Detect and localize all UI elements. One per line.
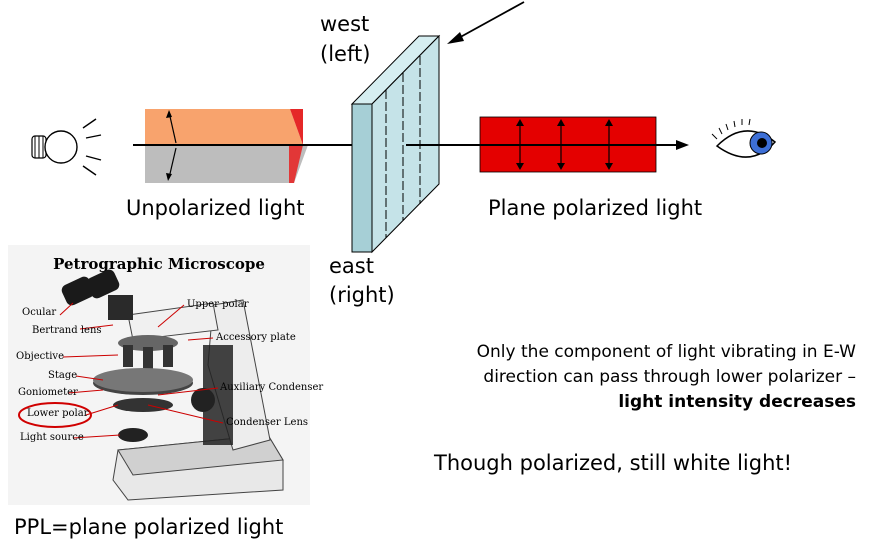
- light-bulb-icon: [31, 118, 102, 176]
- pointer-arrow: [447, 1, 525, 44]
- ppl-caption: PPL=plane polarized light: [14, 515, 284, 539]
- part-upper-polar: Upper polar: [187, 299, 249, 310]
- part-auxiliary-condenser: Auxiliary Condenser: [220, 382, 324, 393]
- microscope-drawing: [18, 269, 284, 501]
- east-label: east: [329, 254, 374, 278]
- note-line-2: direction can pass through lower polariz…: [483, 367, 856, 387]
- part-condenser-lens: Condenser Lens: [226, 417, 309, 428]
- plane-polarized-label: Plane polarized light: [488, 196, 703, 220]
- part-goniometer: Goniometer: [18, 387, 78, 398]
- part-light-source: Light source: [20, 432, 84, 443]
- part-stage: Stage: [48, 370, 78, 381]
- ray-arrowhead: [676, 140, 689, 150]
- west-label: west: [320, 12, 370, 36]
- microscope-figure: Petrographic Microscope: [8, 245, 323, 505]
- west-sublabel: (left): [320, 42, 371, 66]
- polarizer-plate: [350, 34, 441, 254]
- note-line-1: Only the component of light vibrating in…: [476, 342, 856, 362]
- unpolarized-beam: [145, 109, 308, 183]
- explanation-note: Only the component of light vibrating in…: [380, 340, 856, 415]
- white-light-statement: Though polarized, still white light!: [434, 451, 793, 475]
- note-line-3: light intensity decreases: [618, 392, 856, 412]
- microscope-title: Petrographic Microscope: [53, 255, 265, 273]
- part-objective: Objective: [16, 351, 65, 362]
- part-bertrand-lens: Bertrand lens: [32, 325, 102, 336]
- part-accessory-plate: Accessory plate: [216, 332, 296, 343]
- eye-icon: [711, 118, 777, 158]
- part-ocular: Ocular: [22, 307, 57, 318]
- unpolarized-label: Unpolarized light: [126, 196, 305, 220]
- part-lower-polar: Lower polar: [27, 408, 89, 419]
- lower-polar-highlight: [18, 402, 92, 428]
- east-sublabel: (right): [329, 283, 395, 307]
